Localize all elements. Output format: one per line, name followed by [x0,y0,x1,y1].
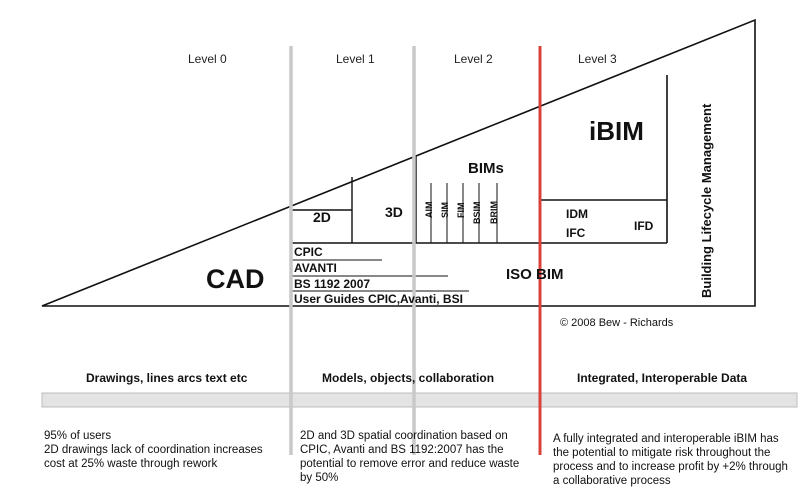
ifd-label: IFD [634,219,654,233]
level-2-label: Level 2 [454,52,493,66]
idm-label: IDM [566,207,588,221]
lifecycle-label: Building Lifecycle Management [699,103,714,298]
standard-bs1192: BS 1192 2007 [294,277,371,291]
ifc-label: IFC [566,226,586,240]
description-level12: 2D and 3D spatial coordination based on … [300,430,520,484]
maturity-triangle [41,18,756,307]
iso-bim-label: ISO BIM [506,266,564,283]
description-level3: A fully integrated and interoperable iBI… [553,433,788,487]
bim-type-sim: SIM [440,201,450,218]
3d-label: 3D [385,204,403,220]
summary-band [41,392,798,408]
ibim-label: iBIM [589,116,644,146]
standard-avanti: AVANTI [294,261,337,275]
summary-level12: Models, objects, collaboration [322,371,495,385]
bim-type-brim: BRIM [489,201,499,224]
summary-level0: Drawings, lines arcs text etc [86,371,248,385]
2d-label: 2D [313,209,331,225]
level-3-label: Level 3 [578,52,617,66]
standard-cpic: CPIC [294,245,323,259]
standard-user-guides: User Guides CPIC,Avanti, BSI [294,292,463,306]
cad-label: CAD [206,264,265,294]
level-0-label: Level 0 [188,52,227,66]
copyright-text: © 2008 Bew - Richards [560,317,674,329]
description-level0: 95% of users 2D drawings lack of coordin… [44,430,263,470]
bim-type-aim: AIM [424,201,434,219]
bims-label: BIMs [468,160,504,177]
level-1-label: Level 1 [336,52,375,66]
bim-type-bsim: BSIM [472,201,482,225]
bim-type-fim: FIM [456,202,466,219]
summary-level3: Integrated, Interoperable Data [577,371,748,385]
